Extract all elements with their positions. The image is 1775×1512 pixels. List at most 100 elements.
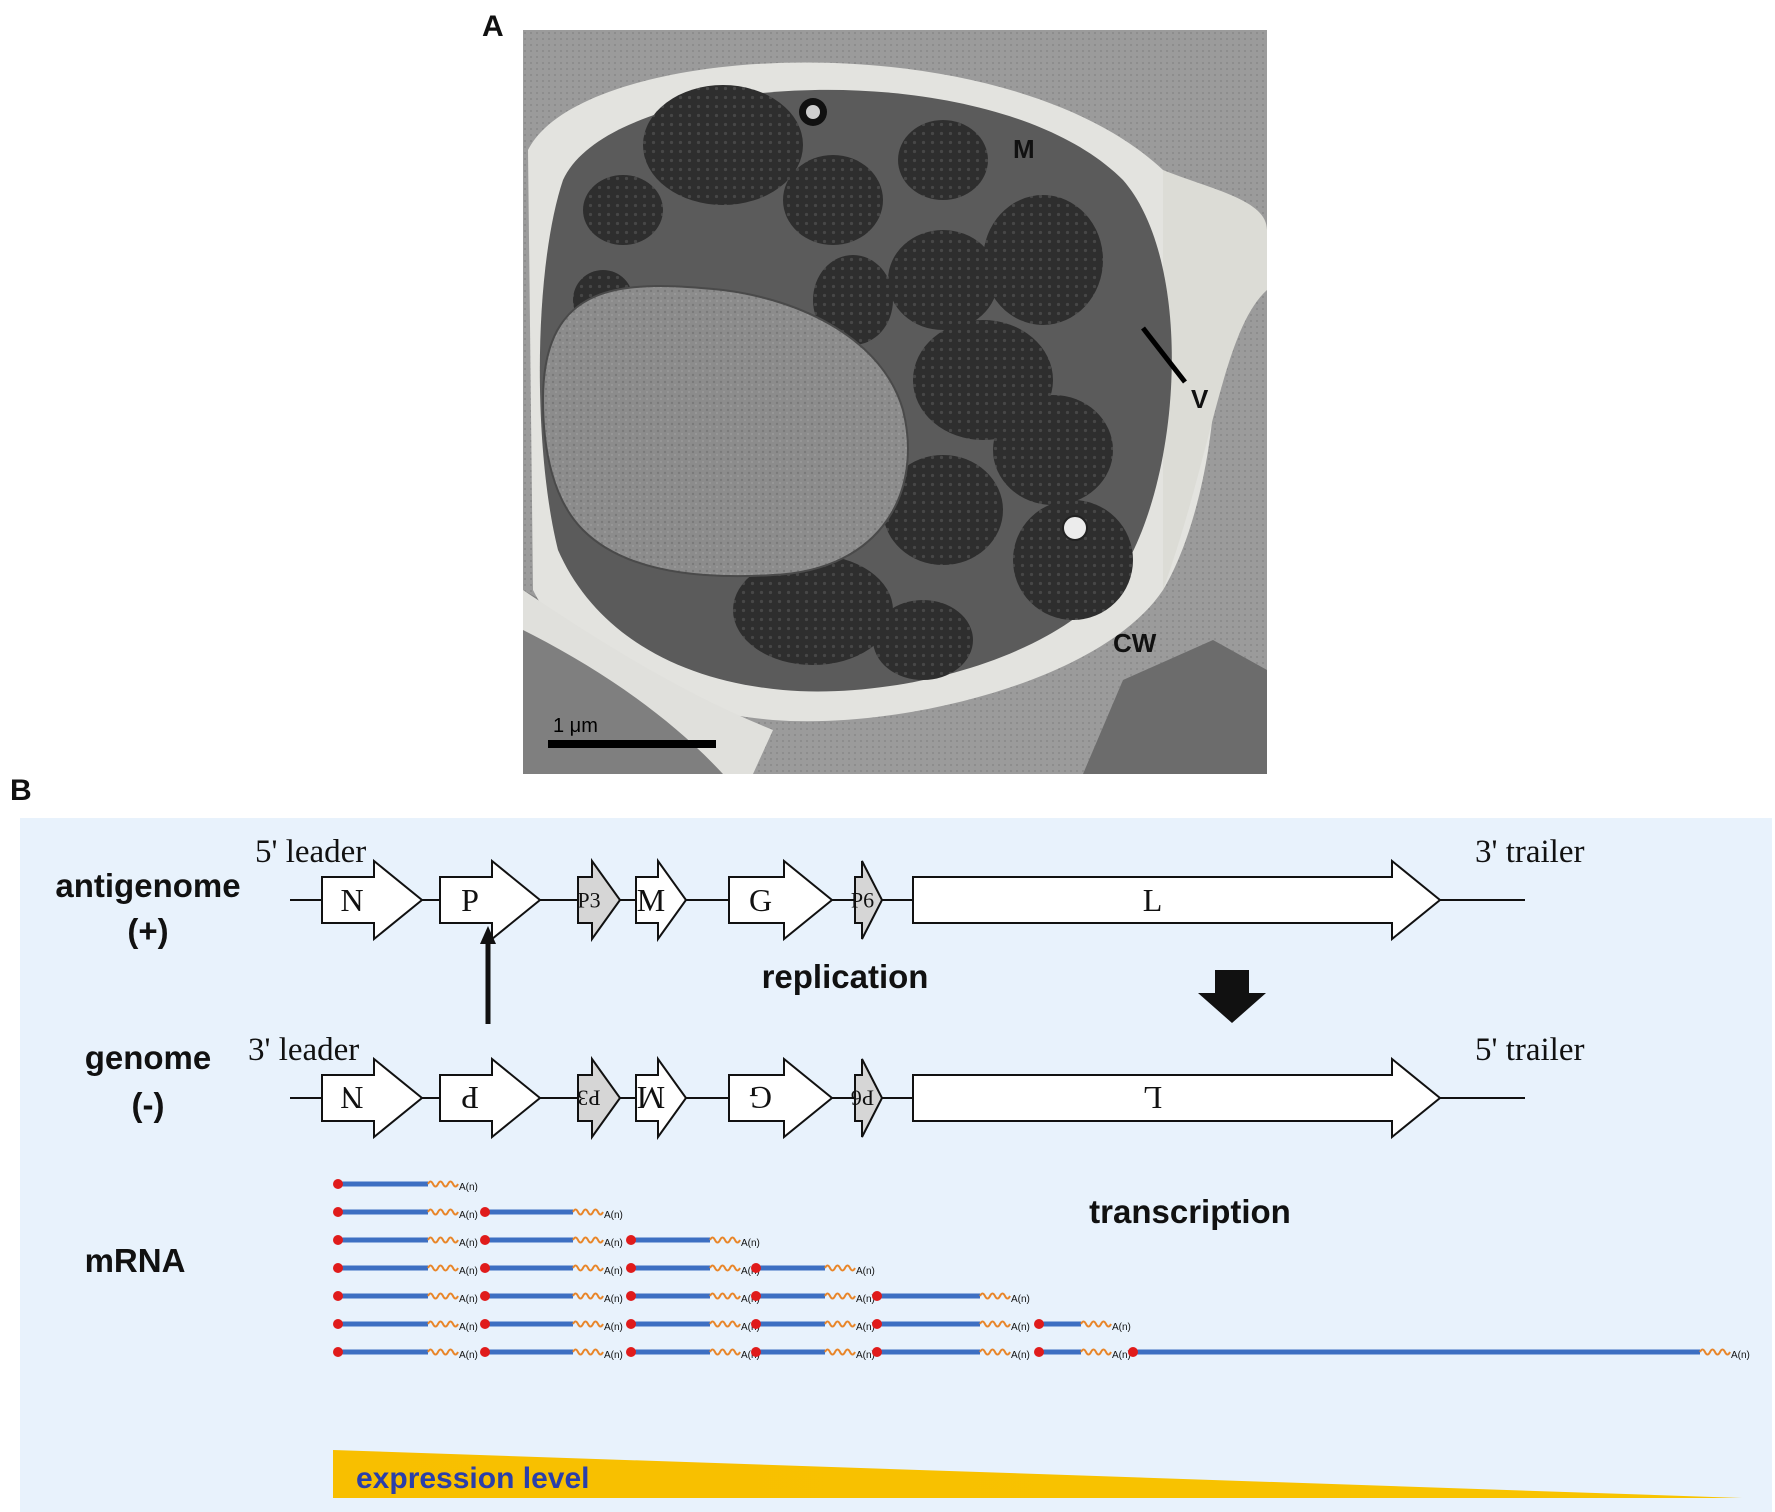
- mrna-cap: [751, 1263, 761, 1273]
- poly-a-tail: [709, 1320, 741, 1328]
- expression-level-label: expression level: [356, 1462, 589, 1495]
- genome-gene-n-arrow: [321, 1056, 424, 1140]
- mrna-cap: [751, 1347, 761, 1357]
- genome-gene-p6-arrow: [854, 1058, 884, 1138]
- poly-a-tail: [824, 1292, 856, 1300]
- poly-a-tail: [427, 1264, 459, 1272]
- poly-a-label: A(n): [1011, 1322, 1030, 1333]
- virion-clusters: [573, 85, 1133, 680]
- mrna-cap: [480, 1319, 490, 1329]
- poly-a-label: A(n): [459, 1238, 478, 1249]
- poly-a-tail: [572, 1208, 604, 1216]
- mrna-cap: [480, 1347, 490, 1357]
- antigenome-gene-g-label: G: [749, 882, 772, 918]
- antigenome-left-end-label: 5' leader: [255, 834, 366, 870]
- poly-a-tail: [572, 1264, 604, 1272]
- scale-bar-label: 1 μm: [553, 715, 598, 737]
- poly-a-tail: [572, 1236, 604, 1244]
- poly-a-tail: [427, 1180, 459, 1188]
- panel-b-background: [20, 818, 1772, 1512]
- mrna-cap: [626, 1347, 636, 1357]
- antigenome-sense: (+): [127, 912, 168, 949]
- mrna-cap: [333, 1207, 343, 1217]
- poly-a-label: A(n): [856, 1350, 875, 1361]
- poly-a-label: A(n): [604, 1266, 623, 1277]
- antigenome-gene-n-arrow: [321, 858, 424, 942]
- antigenome-gene-p3-arrow: [577, 857, 622, 943]
- poly-a-tail: [572, 1320, 604, 1328]
- poly-a-label: A(n): [459, 1322, 478, 1333]
- mrna-cap: [751, 1291, 761, 1301]
- mrna-cap: [626, 1263, 636, 1273]
- panel-b-label: B: [10, 774, 32, 807]
- poly-a-tail: [709, 1236, 741, 1244]
- mrna-cap: [333, 1235, 343, 1245]
- cell-wall-right: [1163, 170, 1267, 590]
- poly-a-tail: [824, 1264, 856, 1272]
- label-cw: CW: [1113, 628, 1157, 658]
- expression-gradient: [333, 1450, 1742, 1498]
- poly-a-tail: [824, 1348, 856, 1356]
- antigenome-gene-l-arrow: [912, 858, 1442, 942]
- mrna-cap: [1034, 1347, 1044, 1357]
- poly-a-tail: [427, 1320, 459, 1328]
- poly-a-label: A(n): [604, 1238, 623, 1249]
- nucleus: [541, 285, 909, 578]
- mrna-cap: [333, 1263, 343, 1273]
- mrna-cap: [751, 1319, 761, 1329]
- poly-a-label: A(n): [856, 1266, 875, 1277]
- genome-sense: (-): [132, 1086, 165, 1123]
- poly-a-label: A(n): [741, 1350, 760, 1361]
- mrna-cap: [480, 1235, 490, 1245]
- poly-a-tail: [709, 1292, 741, 1300]
- genome-left-end-label: 3' leader: [248, 1032, 359, 1068]
- poly-a-tail: [427, 1292, 459, 1300]
- mrna-cap: [1128, 1347, 1138, 1357]
- poly-a-tail: [979, 1292, 1011, 1300]
- poly-a-tail: [709, 1264, 741, 1272]
- mrna-cap: [1034, 1319, 1044, 1329]
- genome-gene-p-arrow: [439, 1056, 542, 1140]
- transcription-label: transcription: [1089, 1193, 1291, 1230]
- antigenome-gene-m-label: M: [637, 882, 665, 918]
- mrna-cap: [333, 1347, 343, 1357]
- poly-a-label: A(n): [741, 1294, 760, 1305]
- mrna-cap: [333, 1179, 343, 1189]
- genome-right-end-label: 5' trailer: [1475, 1032, 1584, 1068]
- genome-title: genome: [85, 1039, 212, 1076]
- mrna-cap: [872, 1291, 882, 1301]
- poly-a-label: A(n): [741, 1238, 760, 1249]
- poly-a-label: A(n): [1731, 1350, 1750, 1361]
- poly-a-label: A(n): [459, 1266, 478, 1277]
- antigenome-gene-p3-label: P3: [577, 888, 600, 913]
- replication-label: replication: [762, 958, 929, 995]
- poly-a-label: A(n): [741, 1266, 760, 1277]
- poly-a-label: A(n): [741, 1322, 760, 1333]
- poly-a-label: A(n): [459, 1210, 478, 1221]
- mrna-cap: [872, 1319, 882, 1329]
- antigenome-gene-p-arrow: [439, 858, 542, 942]
- poly-a-tail: [979, 1348, 1011, 1356]
- panel-a-label: A: [482, 10, 504, 43]
- mrna-cap: [626, 1235, 636, 1245]
- poly-a-label: A(n): [856, 1294, 875, 1305]
- tem-micrograph: M V CW 1 μm: [523, 30, 1267, 774]
- antigenome-right-end-label: 3' trailer: [1475, 834, 1584, 870]
- genome-gene-l-arrow: [912, 1056, 1442, 1140]
- genome-gene-m-label: M: [637, 1080, 665, 1116]
- poly-a-label: A(n): [604, 1322, 623, 1333]
- antigenome-gene-n-label: N: [340, 882, 363, 918]
- poly-a-label: A(n): [856, 1322, 875, 1333]
- genome-gene-p3-arrow: [577, 1055, 622, 1141]
- mrna-cap: [872, 1347, 882, 1357]
- genome-gene-m-arrow: [635, 1055, 688, 1141]
- mrna-cap: [626, 1291, 636, 1301]
- poly-a-label: A(n): [604, 1210, 623, 1221]
- poly-a-tail: [427, 1208, 459, 1216]
- poly-a-tail: [427, 1348, 459, 1356]
- adjacent-cell-bottom-right: [1083, 640, 1267, 774]
- poly-a-tail: [1080, 1348, 1112, 1356]
